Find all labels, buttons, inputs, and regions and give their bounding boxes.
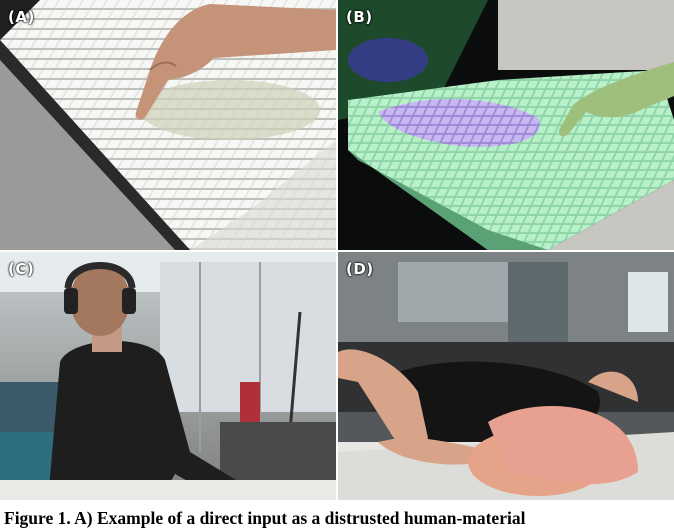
panel-b-photo: (B)	[338, 0, 674, 250]
panel-d-photo: (D)	[338, 252, 674, 500]
panel-d-label: (D)	[346, 260, 374, 278]
pin-display-projection-image	[338, 0, 674, 250]
figure: (A) (B)	[0, 0, 674, 500]
panel-b-label: (B)	[346, 8, 373, 26]
pin-display-white-image	[0, 0, 336, 250]
panel-a-photo: (A)	[0, 0, 336, 250]
office-person-headphones-image	[0, 252, 336, 500]
panel-a-label: (A)	[8, 8, 35, 26]
panel-c-photo: (C)	[0, 252, 336, 500]
panel-c-label: (C)	[8, 260, 35, 278]
figure-caption: Figure 1. A) Example of a direct input a…	[4, 508, 526, 528]
person-lying-on-display-image	[338, 252, 674, 500]
